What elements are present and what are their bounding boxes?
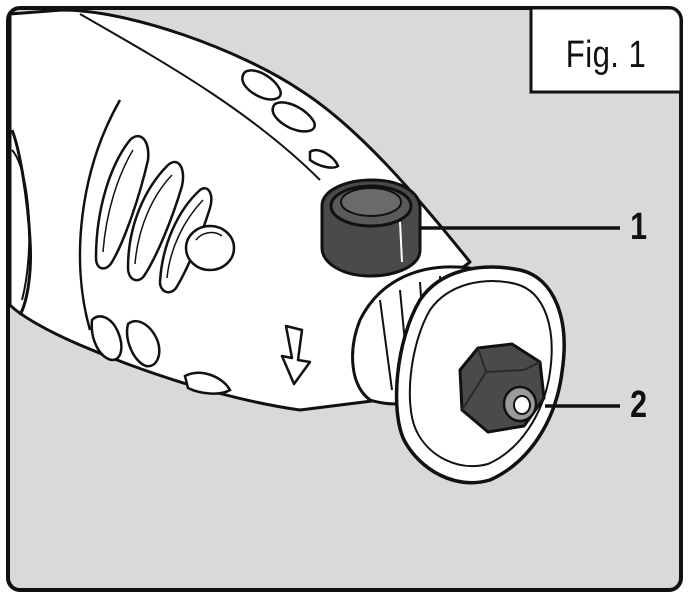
collet-nut bbox=[458, 342, 546, 434]
figure-label-box bbox=[529, 6, 683, 94]
figure-label: Fig. 1 bbox=[565, 33, 647, 76]
spindle-lock-button bbox=[320, 178, 422, 278]
callout-number-2: 2 bbox=[630, 384, 648, 426]
tool-body bbox=[8, 8, 472, 412]
vent-slots bbox=[90, 69, 340, 395]
arrow-down-icon bbox=[280, 324, 312, 386]
callout-number-1: 1 bbox=[630, 206, 648, 248]
